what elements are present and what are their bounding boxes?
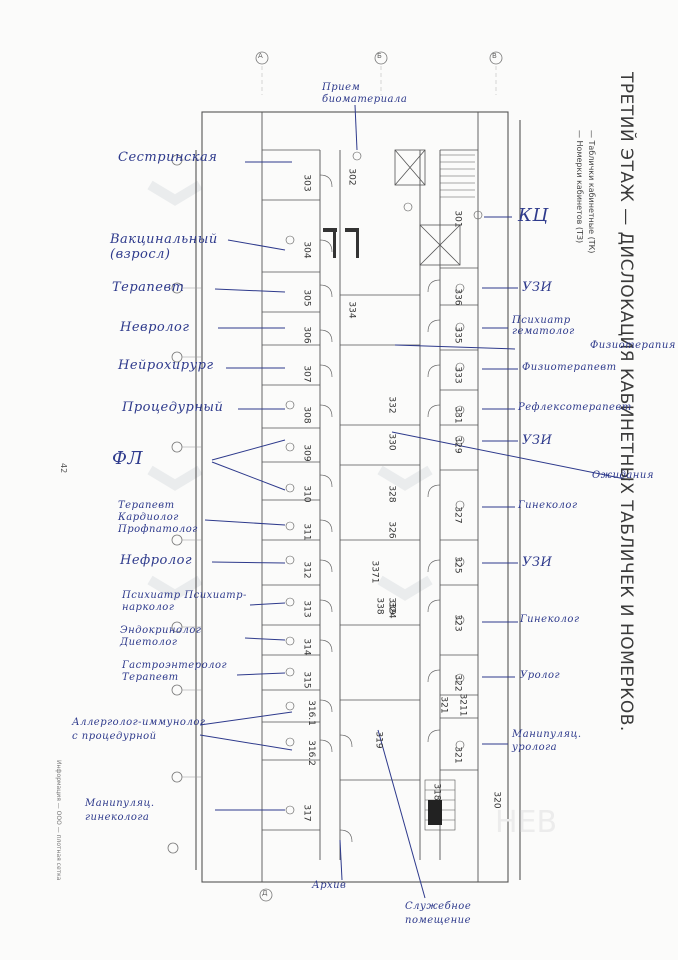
room-number: 311	[301, 523, 312, 541]
room-number: 315	[301, 671, 312, 689]
room-number: 336	[452, 288, 463, 306]
note-gastroenterologist: Гастроэнтеролог Терапевт	[122, 660, 228, 683]
room-number: 324	[386, 601, 397, 619]
room-number: 338	[374, 597, 385, 615]
note-endocrinologist: Эндокринолог Диетолог	[120, 625, 202, 648]
note-gynecologist-2: Гинеколог	[520, 614, 580, 625]
note-fl: ФЛ	[112, 448, 143, 469]
room-number: 313	[301, 600, 312, 618]
room-number: 306	[301, 326, 312, 344]
note-archive: Архив	[312, 880, 347, 891]
room-number: 321	[452, 746, 463, 764]
note-urology-manipulation: Манипуляц. уролога	[512, 729, 582, 753]
note-gynecologist-1: Гинеколог	[518, 500, 578, 511]
note-biomaterial: Прием биоматериала	[322, 82, 408, 105]
note-nephrologist: Нефролог	[120, 553, 193, 568]
note-therapist: Терапевт	[112, 280, 185, 295]
room-number: 335	[452, 326, 463, 344]
note-psychiatrist: Психиатр Психиатр-нарколог	[122, 590, 247, 613]
note-allergologist: Аллерголог-иммунолог с процедурной	[72, 717, 206, 742]
legend-item-signs: — Таблички кабинетные (ТК)	[587, 130, 596, 254]
room-number: 321	[438, 696, 449, 714]
room-number: 329	[452, 436, 463, 454]
room-number: 334	[346, 301, 357, 319]
room-number: 314	[301, 638, 312, 656]
room-number: 303	[301, 174, 312, 192]
note-vaccination: Вакцинальный (взросл)	[110, 232, 218, 262]
room-number: 319	[373, 731, 384, 749]
room-number: 332	[386, 396, 397, 414]
page-number: 42	[59, 463, 68, 474]
note-physiotherapist: Физиотерапевт	[522, 362, 617, 373]
room-number: 317	[301, 804, 312, 822]
room-number: 318	[431, 783, 442, 801]
room-number: 305	[301, 289, 312, 307]
note-procedure-room: Процедурный	[122, 400, 224, 415]
room-number: 331	[452, 406, 463, 424]
room-number: 330	[386, 433, 397, 451]
room-number: 309	[301, 444, 312, 462]
watermark: НЕВ	[495, 805, 558, 840]
room-number: 307	[301, 365, 312, 383]
room-number: 323	[452, 614, 463, 632]
note-neurologist: Невролог	[120, 320, 190, 335]
room-number: 320	[491, 791, 502, 809]
room-number: 308	[301, 406, 312, 424]
room-number: 310	[301, 485, 312, 503]
room-number: 328	[386, 485, 397, 503]
room-number: 316.2	[305, 740, 316, 766]
room-number: 304	[301, 241, 312, 259]
note-gynecology-manipulation: Манипуляц. гинеколога	[85, 798, 155, 823]
room-number: 301	[452, 210, 463, 228]
footer-note: Информация — ООО — плотная сетка	[55, 760, 62, 881]
note-waiting: Ожидания	[592, 470, 654, 481]
room-number: 3211	[457, 693, 468, 717]
note-nurse-room: Сестринская	[118, 150, 218, 165]
room-number: 322	[452, 674, 463, 692]
note-therapist-cardiologist: Терапевт Кардиолог Профпатолог	[118, 500, 198, 535]
room-number: 312	[301, 561, 312, 579]
axis-label: Б	[377, 52, 382, 60]
room-number: 327	[452, 506, 463, 524]
room-number: 3371	[369, 560, 380, 584]
room-number: 325	[452, 556, 463, 574]
note-physiotherapy: Физиотерапия	[590, 340, 676, 351]
note-psych-hematologist: Психиатр гематолог	[512, 315, 575, 337]
note-uzi-1: УЗИ	[522, 280, 553, 295]
legend-item-numbers: — Номерки кабинетов (ТЗ)	[575, 130, 584, 244]
room-number: 333	[452, 366, 463, 384]
axis-label: В	[492, 52, 497, 60]
note-urologist: Уролог	[520, 670, 561, 681]
note-service-room: Служебное помещение	[405, 901, 472, 926]
note-uzi-3: УЗИ	[522, 555, 553, 570]
axis-label: А	[258, 52, 263, 60]
note-neurosurgeon: Нейрохирург	[118, 358, 214, 373]
room-number: 302	[346, 168, 357, 186]
note-kc: КЦ	[518, 205, 549, 226]
note-reflexotherapist: Рефлексотерапевт	[518, 402, 632, 413]
note-uzi-2: УЗИ	[522, 433, 553, 448]
room-number: 326	[386, 521, 397, 539]
room-number: 316.1	[305, 700, 316, 726]
axis-label: Д	[262, 889, 268, 897]
